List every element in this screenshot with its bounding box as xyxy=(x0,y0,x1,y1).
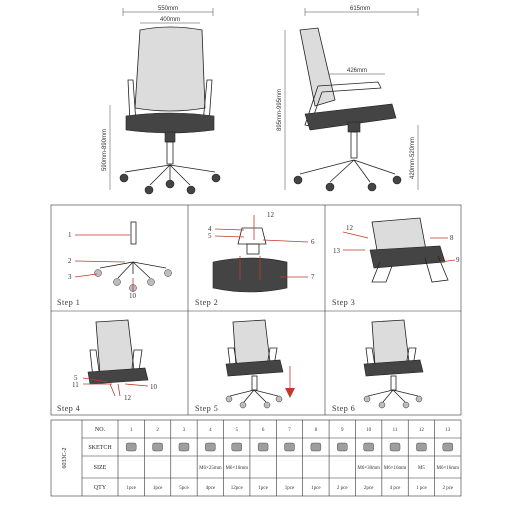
step4-callout-10: 10 xyxy=(150,383,158,391)
front-height-label: 590mm-890mm xyxy=(102,129,108,171)
step-6-illustration xyxy=(363,319,424,409)
step1-callout-1: 1 xyxy=(68,231,72,239)
step-6-label: Step 6 xyxy=(332,404,355,413)
part-size: M5 xyxy=(418,466,425,471)
part-sketch-icon xyxy=(416,442,427,452)
part-qty: 2pce xyxy=(364,486,374,491)
part-sketch-icon xyxy=(284,442,295,452)
part-qty: 1pce xyxy=(285,486,295,491)
step3-callout-13: 13 xyxy=(333,247,341,255)
part-number: 11 xyxy=(393,428,398,433)
step-1-label: Step 1 xyxy=(57,298,80,307)
step1-callout-3: 3 xyxy=(68,273,72,281)
part-number: 3 xyxy=(183,428,186,433)
front-view-chair: 550mm 400mm 590mm-890mm xyxy=(102,6,221,195)
step2-callout-6: 6 xyxy=(311,238,315,246)
row-label-no: NO. xyxy=(95,427,106,433)
row-label-size: SIZE xyxy=(94,465,107,471)
row-label-qty: QTY xyxy=(94,485,107,491)
step-5-illustration xyxy=(225,319,295,409)
side-total-height-label: 895mm-995mm xyxy=(277,89,283,131)
part-number: 2 xyxy=(156,428,159,433)
part-number: 4 xyxy=(209,428,212,433)
part-qty: 2 pce xyxy=(337,486,348,491)
part-qty: 1pce xyxy=(311,486,321,491)
step-2-label: Step 2 xyxy=(195,298,218,307)
part-number: 5 xyxy=(235,428,238,433)
front-width-label: 550mm xyxy=(158,6,178,12)
part-qty: 1pce xyxy=(153,486,163,491)
model-number: 6033C-2 xyxy=(62,448,68,469)
side-depth-label: 615mm xyxy=(350,6,370,12)
front-back-width-label: 400mm xyxy=(160,17,180,23)
step4-callout-5: 5 xyxy=(74,374,78,382)
part-sketch-icon xyxy=(337,442,348,452)
part-number: 8 xyxy=(315,428,318,433)
part-sketch-icon xyxy=(363,442,374,452)
part-sketch-icon xyxy=(257,442,269,452)
step3-callout-9: 9 xyxy=(456,256,460,264)
part-qty: 12pce xyxy=(231,486,244,491)
part-qty: 5pce xyxy=(179,486,189,491)
step-3-label: Step 3 xyxy=(332,298,355,307)
part-size: M6×30mm xyxy=(357,466,380,471)
part-number: 12 xyxy=(419,428,425,433)
step2-callout-5: 5 xyxy=(208,232,212,240)
part-number: 10 xyxy=(366,428,372,433)
steps-grid: Step 1 Step 2 Step 3 Step 4 Step 5 Step … xyxy=(50,204,462,416)
step-3-illustration: 12 13 8 9 xyxy=(333,217,460,283)
step2-callout-7: 7 xyxy=(311,273,315,281)
step3-callout-8: 8 xyxy=(450,234,454,242)
part-number: 9 xyxy=(341,428,344,433)
part-qty: 1pce xyxy=(258,486,268,491)
part-qty: 1 pce xyxy=(416,486,427,491)
side-seat-height-label: 420mm-520mm xyxy=(410,137,416,179)
part-size: M6×16mm xyxy=(225,466,248,471)
step1-callout-2: 2 xyxy=(68,257,72,265)
step1-callout-10: 10 xyxy=(129,292,137,300)
parts-table: 6033C-2 NO. SKETCH SIZE QTY 1 1pce 2 1pce 3 5… xyxy=(50,419,462,497)
part-sketch-icon xyxy=(442,442,454,452)
step-2-illustration: 12 4 5 6 7 xyxy=(208,211,315,293)
part-size: M6×16mm xyxy=(384,466,407,471)
part-number: 13 xyxy=(445,428,451,433)
part-sketch-icon xyxy=(205,442,216,452)
part-qty: 2 pce xyxy=(442,486,453,491)
part-size: M6×16mm xyxy=(437,466,460,471)
step3-callout-12: 12 xyxy=(346,224,354,232)
step-4-label: Step 4 xyxy=(57,404,80,413)
step-4-illustration: 5 11 12 10 xyxy=(72,319,158,402)
part-number: 7 xyxy=(288,428,291,433)
part-number: 1 xyxy=(130,428,133,433)
part-sketch-icon xyxy=(389,442,401,452)
part-qty: 4 pce xyxy=(390,486,401,491)
part-sketch-icon xyxy=(231,442,242,452)
part-number: 6 xyxy=(262,428,265,433)
step-5-label: Step 5 xyxy=(195,404,218,413)
step4-callout-12: 12 xyxy=(124,394,132,402)
step4-callout-11: 11 xyxy=(72,381,79,389)
step-1-illustration: 1 2 3 10 xyxy=(68,221,172,300)
side-view-chair: 615mm 426mm 895mm-995mm 420mm-520mm xyxy=(277,6,419,192)
part-qty: 4pce xyxy=(206,486,216,491)
part-sketch-icon xyxy=(152,442,163,452)
step2-callout-4: 4 xyxy=(208,225,212,233)
step2-callout-12: 12 xyxy=(267,211,275,219)
part-size: M6×25mm xyxy=(199,466,222,471)
row-label-sketch: SKETCH xyxy=(88,445,112,451)
down-arrow-icon xyxy=(285,388,295,398)
part-sketch-icon xyxy=(310,442,322,452)
part-sketch-icon xyxy=(125,442,137,452)
part-sketch-icon xyxy=(178,442,190,452)
side-armrest-label: 426mm xyxy=(347,68,367,74)
part-qty: 1pce xyxy=(126,486,136,491)
